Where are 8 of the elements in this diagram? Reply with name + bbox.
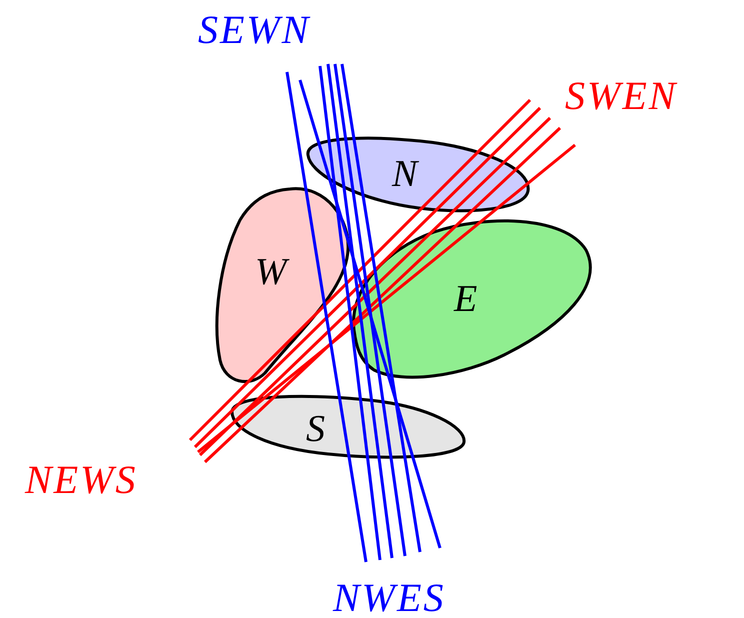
line-label: NEWS xyxy=(25,460,138,500)
line-label: SEWN xyxy=(198,10,310,50)
region-label: E xyxy=(454,280,478,318)
region-label: N xyxy=(392,155,418,193)
line-label: SWEN xyxy=(565,76,678,116)
region-label: S xyxy=(306,410,325,448)
line-label: NWES xyxy=(333,578,446,618)
region-label: W xyxy=(255,253,287,291)
